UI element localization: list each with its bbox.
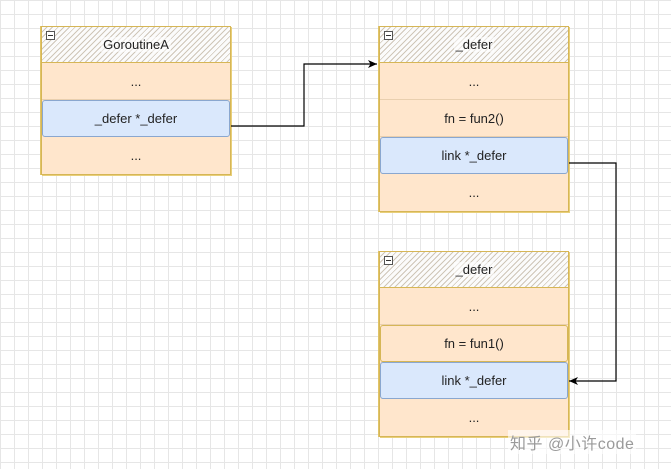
watermark: 知乎 @小许code — [508, 430, 637, 454]
defer-fun2-link-field: link *_defer — [380, 137, 568, 174]
defer-fun2-header: _defer — [380, 27, 568, 63]
defer-fun1-link-field: link *_defer — [380, 362, 568, 399]
defer-struct-fun1[interactable]: _defer ... fn = fun1() link *_defer ... — [379, 251, 569, 437]
collapse-icon[interactable] — [384, 31, 393, 40]
arrow-goroutine-to-defer-fun2 — [231, 60, 377, 127]
defer-fun1-row-ellipsis-1: ... — [380, 288, 568, 325]
defer-fun2-title: _defer — [453, 37, 495, 52]
defer-fun2-row-ellipsis-2: ... — [468, 185, 480, 200]
goroutine-a-title: GoroutineA — [101, 37, 171, 52]
goroutine-a-row-ellipsis-2: ... — [130, 148, 142, 163]
collapse-icon[interactable] — [384, 256, 393, 265]
collapse-icon[interactable] — [46, 31, 55, 40]
goroutine-a-struct[interactable]: GoroutineA ... _defer *_defer ... — [41, 26, 231, 175]
goroutine-a-defer-field: _defer *_defer — [42, 100, 230, 137]
defer-fun1-fn-field: fn = fun1() — [380, 325, 568, 362]
arrow-defer-fun2-to-defer-fun1 — [569, 162, 617, 385]
defer-fun2-row-ellipsis-1: ... — [380, 63, 568, 100]
defer-fun1-title: _defer — [453, 262, 495, 277]
defer-fun1-row-ellipsis-2: ... — [468, 410, 480, 425]
defer-struct-fun2[interactable]: _defer ... fn = fun2() link *_defer ... — [379, 26, 569, 212]
goroutine-a-row-ellipsis-1: ... — [42, 63, 230, 100]
defer-fun1-header: _defer — [380, 252, 568, 288]
goroutine-a-header: GoroutineA — [42, 27, 230, 63]
defer-fun2-fn-field: fn = fun2() — [380, 100, 568, 137]
